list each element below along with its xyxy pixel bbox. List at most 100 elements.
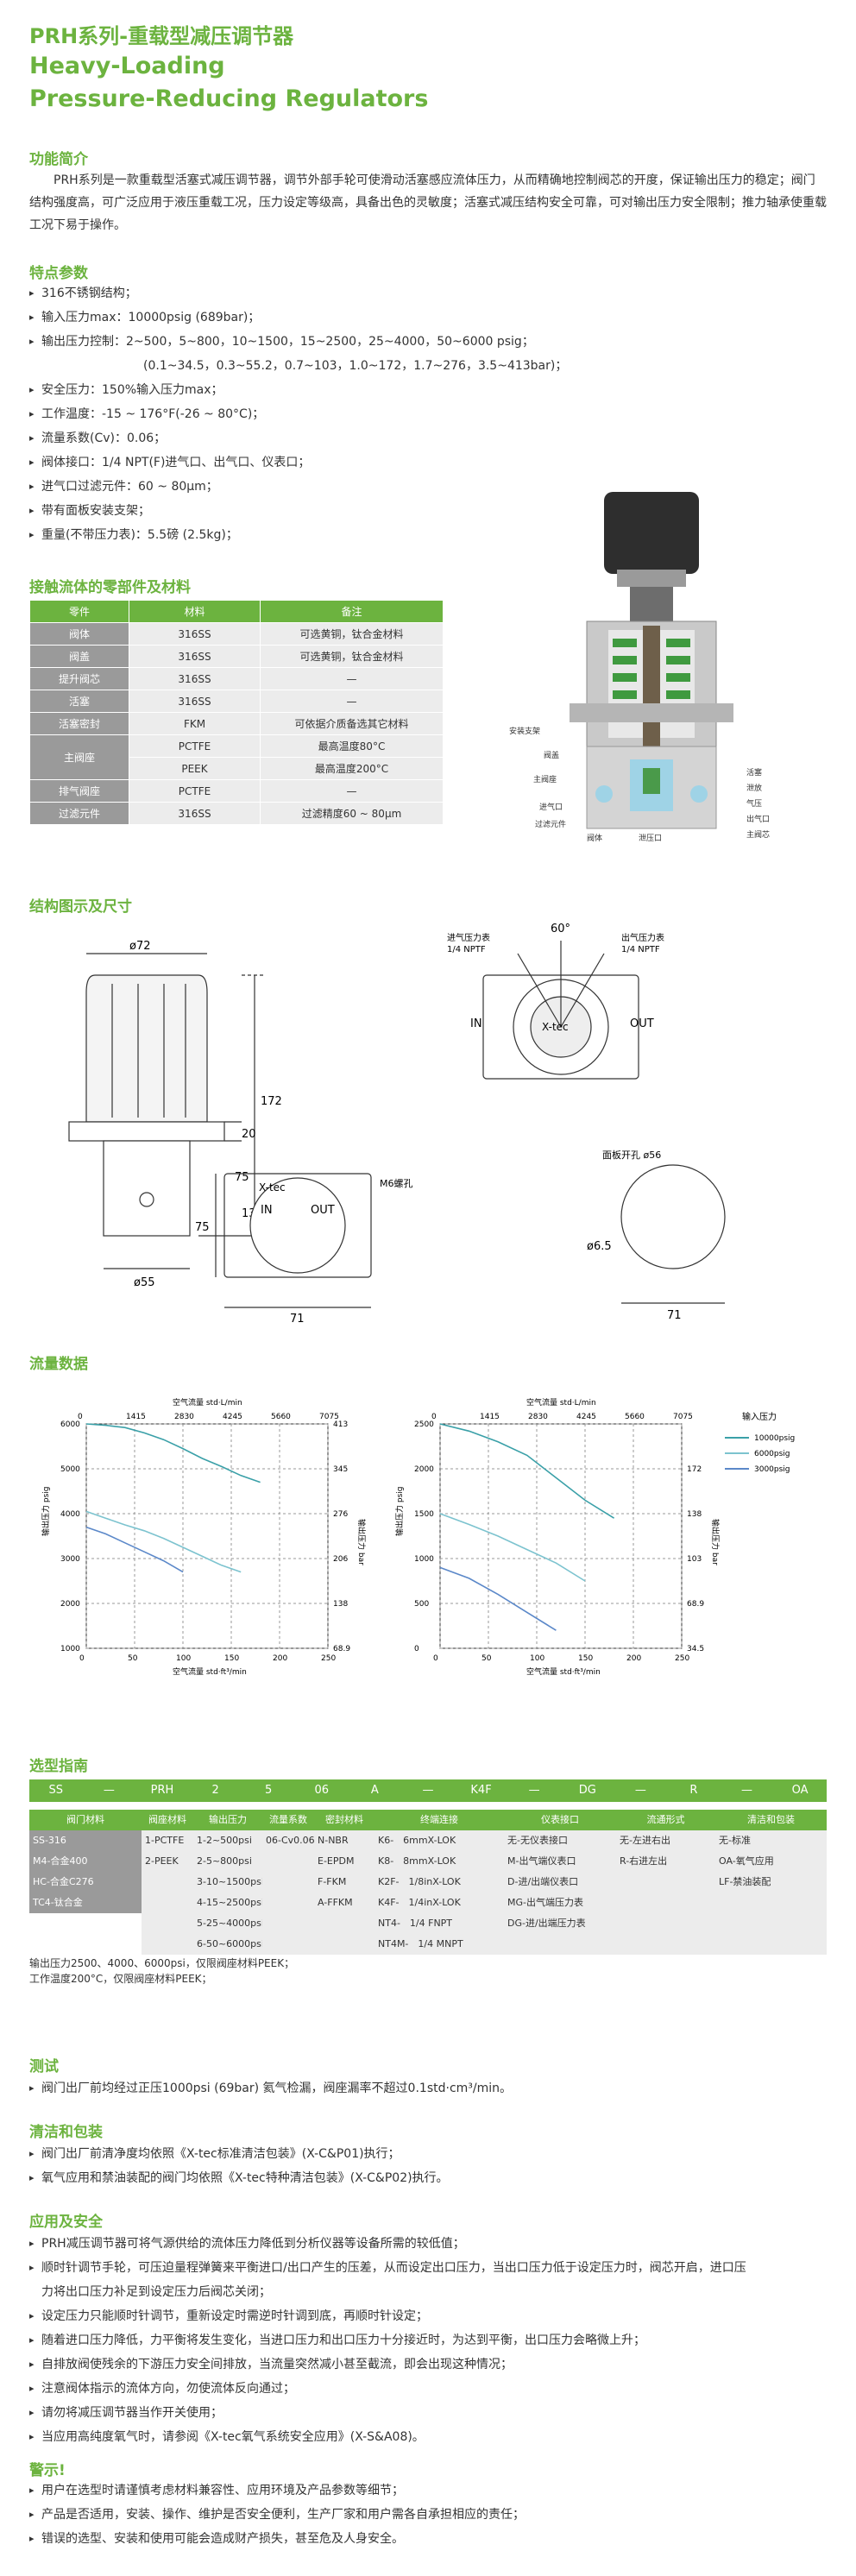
y-tick-label: 2000: [414, 1465, 434, 1474]
y-tick-label: 6000: [60, 1420, 80, 1429]
y-tick-label: 500: [414, 1600, 429, 1609]
feature-item: 流量系数(Cv)：0.06；: [29, 426, 567, 450]
sel-opt: 3-10~1500psi: [197, 1876, 264, 1887]
test-list: 阀门出厂前均经过正压1000psi (69bar) 氦气检漏，阀座漏率不超过0.…: [29, 2076, 512, 2100]
dim-panel: 面板开孔 ø56: [602, 1149, 661, 1161]
top-tick-label: 2830: [528, 1413, 548, 1421]
label-in: IN: [470, 1017, 482, 1030]
sel-opt: SS-316: [29, 1830, 142, 1851]
apply-item: 顺时针调节手轮，可压迫量程弹簧来平衡进口/出口产生的压差，从而设定出口压力，当出…: [29, 2256, 746, 2280]
bottom-axis-label: 空气流量 std·ft³/min: [173, 1666, 247, 1677]
sel-col-head: 终端连接: [420, 1814, 458, 1825]
x-tick-label: 50: [128, 1654, 138, 1663]
test-item: 阀门出厂前均经过正压1000psi (69bar) 氦气检漏，阀座漏率不超过0.…: [29, 2076, 512, 2100]
sel-note: 工作温度200°C，仅限阀座材料PEEK；: [29, 1973, 212, 1985]
mat-cell: 316SS: [129, 645, 261, 668]
sel-opt: N-NBR: [318, 1835, 349, 1846]
y-tick-label: 0: [414, 1645, 419, 1653]
test-heading: 测试: [29, 2058, 59, 2075]
mat-cell: 316SS: [129, 802, 261, 825]
code-seg: —: [422, 1784, 434, 1797]
sel-opt: MG-出气端压力表: [507, 1897, 583, 1908]
y2-tick-label: 103: [687, 1555, 702, 1564]
lbl: 泄压口: [639, 833, 662, 843]
mat-cell: —: [260, 667, 444, 690]
mat-cell: 主阀座: [29, 734, 129, 780]
title-cn: PRH系列-重载型减压调节器: [29, 24, 294, 48]
intro-text: PRH系列是一款重载型活塞式减压调节器，调节外部手轮可使滑动活塞感应流体压力，从…: [29, 173, 827, 232]
sel-opt: HC-合金C276: [29, 1872, 142, 1893]
sel-opt: R-右进左出: [620, 1855, 668, 1867]
x-tick-label: 200: [273, 1654, 287, 1663]
apply-heading: 应用及安全: [29, 2214, 103, 2231]
features-heading: 特点参数: [29, 265, 88, 282]
code-seg: 5: [265, 1784, 273, 1797]
feature-item: 316不锈钢结构；: [29, 281, 567, 305]
code-seg: 2: [211, 1784, 219, 1797]
sel-opt: TC4-钛合金: [29, 1893, 142, 1913]
section-illustration: 安装支架 阀盖 主阀座 进气口 过滤元件 阀体 活塞 泄放 气压 出气口 主阀芯…: [509, 492, 770, 843]
y-tick-label: 3000: [60, 1555, 80, 1564]
mat-cell: 316SS: [129, 622, 261, 646]
lbl: 主阀座: [533, 774, 557, 784]
y-tick-label: 5000: [60, 1465, 80, 1474]
feature-item: 工作温度：-15 ~ 176°F(-26 ~ 80°C)；: [29, 402, 567, 426]
x-tick-label: 0: [433, 1654, 438, 1663]
mat-cell: 316SS: [129, 667, 261, 690]
materials-heading: 接触流体的零部件及材料: [29, 579, 191, 596]
mat-cell: 可选黄铜，钛合金材料: [260, 645, 444, 668]
apply-item: 设定压力只能顺时针调节，重新设定时需逆时针调到底，再顺时针设定；: [29, 2304, 746, 2328]
mat-header: 零件: [29, 600, 129, 623]
y2-tick-label: 206: [333, 1555, 348, 1564]
brand-logo: X-tec: [542, 1021, 569, 1033]
apply-item: 力将出口压力补足到设定压力后阀芯关闭；: [41, 2285, 271, 2299]
sel-col-head: 阀门材料: [66, 1814, 104, 1825]
feature-item: (0.1~34.5，0.3~55.2，0.7~103，1.0~172，1.7~2…: [143, 359, 568, 373]
lbl: 进气口: [539, 802, 563, 812]
sel-opt: D-进/出端仪表口: [507, 1876, 579, 1887]
code-seg: 06: [314, 1784, 330, 1797]
sel-opt: 5-25~4000psi: [197, 1918, 264, 1929]
apply-item: 请勿将减压调节器当作开关使用；: [29, 2401, 746, 2425]
x-tick-label: 150: [578, 1654, 593, 1663]
selection-head: 阀门材料 阀座材料 输出压力 流量系数 密封材料 终端连接 仪表接口 流通形式 …: [29, 1810, 827, 1830]
handwheel: [604, 492, 699, 574]
flow-heading: 流量数据: [29, 1356, 88, 1373]
apply-item: 自排放阀使残余的下游压力安全间排放，当流量突然减小甚至截流，即会出现这种情况；: [29, 2352, 746, 2377]
sel-col-head: 流通形式: [646, 1814, 685, 1825]
top-tick-label: 1415: [480, 1413, 500, 1421]
feature-item: 带有面板安装支架；: [29, 499, 567, 523]
lbl: 活塞: [746, 767, 762, 778]
lbl: 过滤元件: [535, 819, 566, 829]
sel-opt: M4-合金400: [29, 1851, 142, 1872]
series-line: [439, 1423, 615, 1519]
bottom-axis-label: 空气流量 std·ft³/min: [526, 1666, 601, 1677]
top-tick-label: 4245: [223, 1413, 242, 1421]
lbl: 阀体: [587, 833, 602, 843]
code-seg: K4F: [470, 1784, 492, 1797]
lbl: 主阀芯: [746, 829, 770, 840]
code-seg: —: [741, 1784, 753, 1797]
selection-grid: 阀门材料 阀座材料 输出压力 流量系数 密封材料 终端连接 仪表接口 流通形式 …: [29, 1810, 827, 1955]
y-tick-label: 1000: [60, 1645, 80, 1653]
y-tick-label: 4000: [60, 1510, 80, 1519]
top-tick-label: 4245: [576, 1413, 596, 1421]
mat-cell: 最高温度200°C: [260, 757, 444, 780]
warn-item: 用户在选型时请谨慎考虑材料兼容性、应用环境及产品参数等细节；: [29, 2478, 525, 2503]
apply-item: 注意阀体指示的流体方向，勿使流体反向通过；: [29, 2377, 746, 2401]
x-tick-label: 100: [530, 1654, 544, 1663]
apply-item: 当应用高纯度氧气时，请参阅《X-tec氧气系统安全应用》(X-S&A08)。: [29, 2425, 746, 2449]
selection-heading: 选型指南: [29, 1758, 88, 1775]
sel-opt: 无-无仪表接口: [507, 1835, 568, 1846]
y-axis-label: 输出压力 psig: [394, 1487, 405, 1536]
dim-angle: 60°: [551, 923, 570, 935]
legend-title: 输入压力: [742, 1411, 777, 1422]
y2-tick-label: 34.5: [687, 1645, 704, 1653]
clean-list: 阀门出厂前清净度均依照《X-tec标准清洁包装》(X-C&P01)执行； 氧气应…: [29, 2142, 449, 2190]
lbl: 出气口: [746, 814, 770, 824]
sel-col-head: 流量系数: [269, 1814, 307, 1825]
top-tick-label: 0: [78, 1413, 83, 1421]
x-tick-label: 250: [675, 1654, 689, 1663]
code-seg: PRH: [150, 1784, 174, 1797]
y2-tick-label: 413: [333, 1420, 348, 1429]
